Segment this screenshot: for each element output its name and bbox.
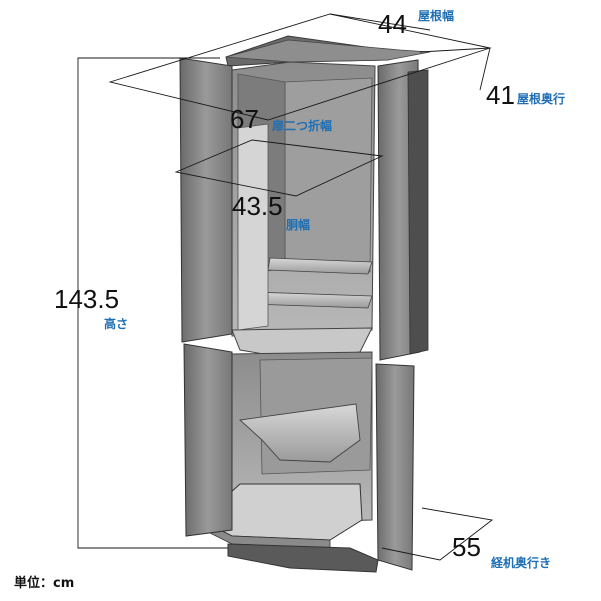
door-fold-plane (174, 139, 384, 197)
door-fold-value: 67 (230, 104, 259, 134)
roof-width-label: 屋根幅 (418, 8, 454, 23)
dimension-lines (77, 13, 494, 561)
roof-width-value: 44 (378, 9, 407, 39)
base-depth-value: 55 (452, 532, 481, 562)
unit-note: 単位：cm (14, 575, 74, 591)
door-fold-label: 扉二つ折幅 (272, 118, 332, 133)
height-value: 143.5 (54, 284, 119, 314)
left-door-lower (183, 343, 233, 537)
height-label: 高さ (104, 316, 128, 331)
body-width-value: 43.5 (232, 191, 283, 221)
cabinet-illustration (179, 35, 431, 573)
right-door-lower (375, 363, 415, 571)
roof-depth-value: 41 (486, 80, 515, 110)
roof-depth-label: 屋根奥行 (517, 91, 565, 106)
upper-shelf-1 (267, 257, 373, 275)
base-plinth (227, 543, 379, 573)
lower-shelf (238, 403, 361, 463)
base-depth-label: 経机奥行き (491, 555, 551, 570)
left-door-upper (179, 57, 233, 343)
body-width-label: 胴幅 (286, 217, 310, 232)
height-bracket (77, 57, 228, 549)
base-depth-bracket (381, 507, 494, 561)
